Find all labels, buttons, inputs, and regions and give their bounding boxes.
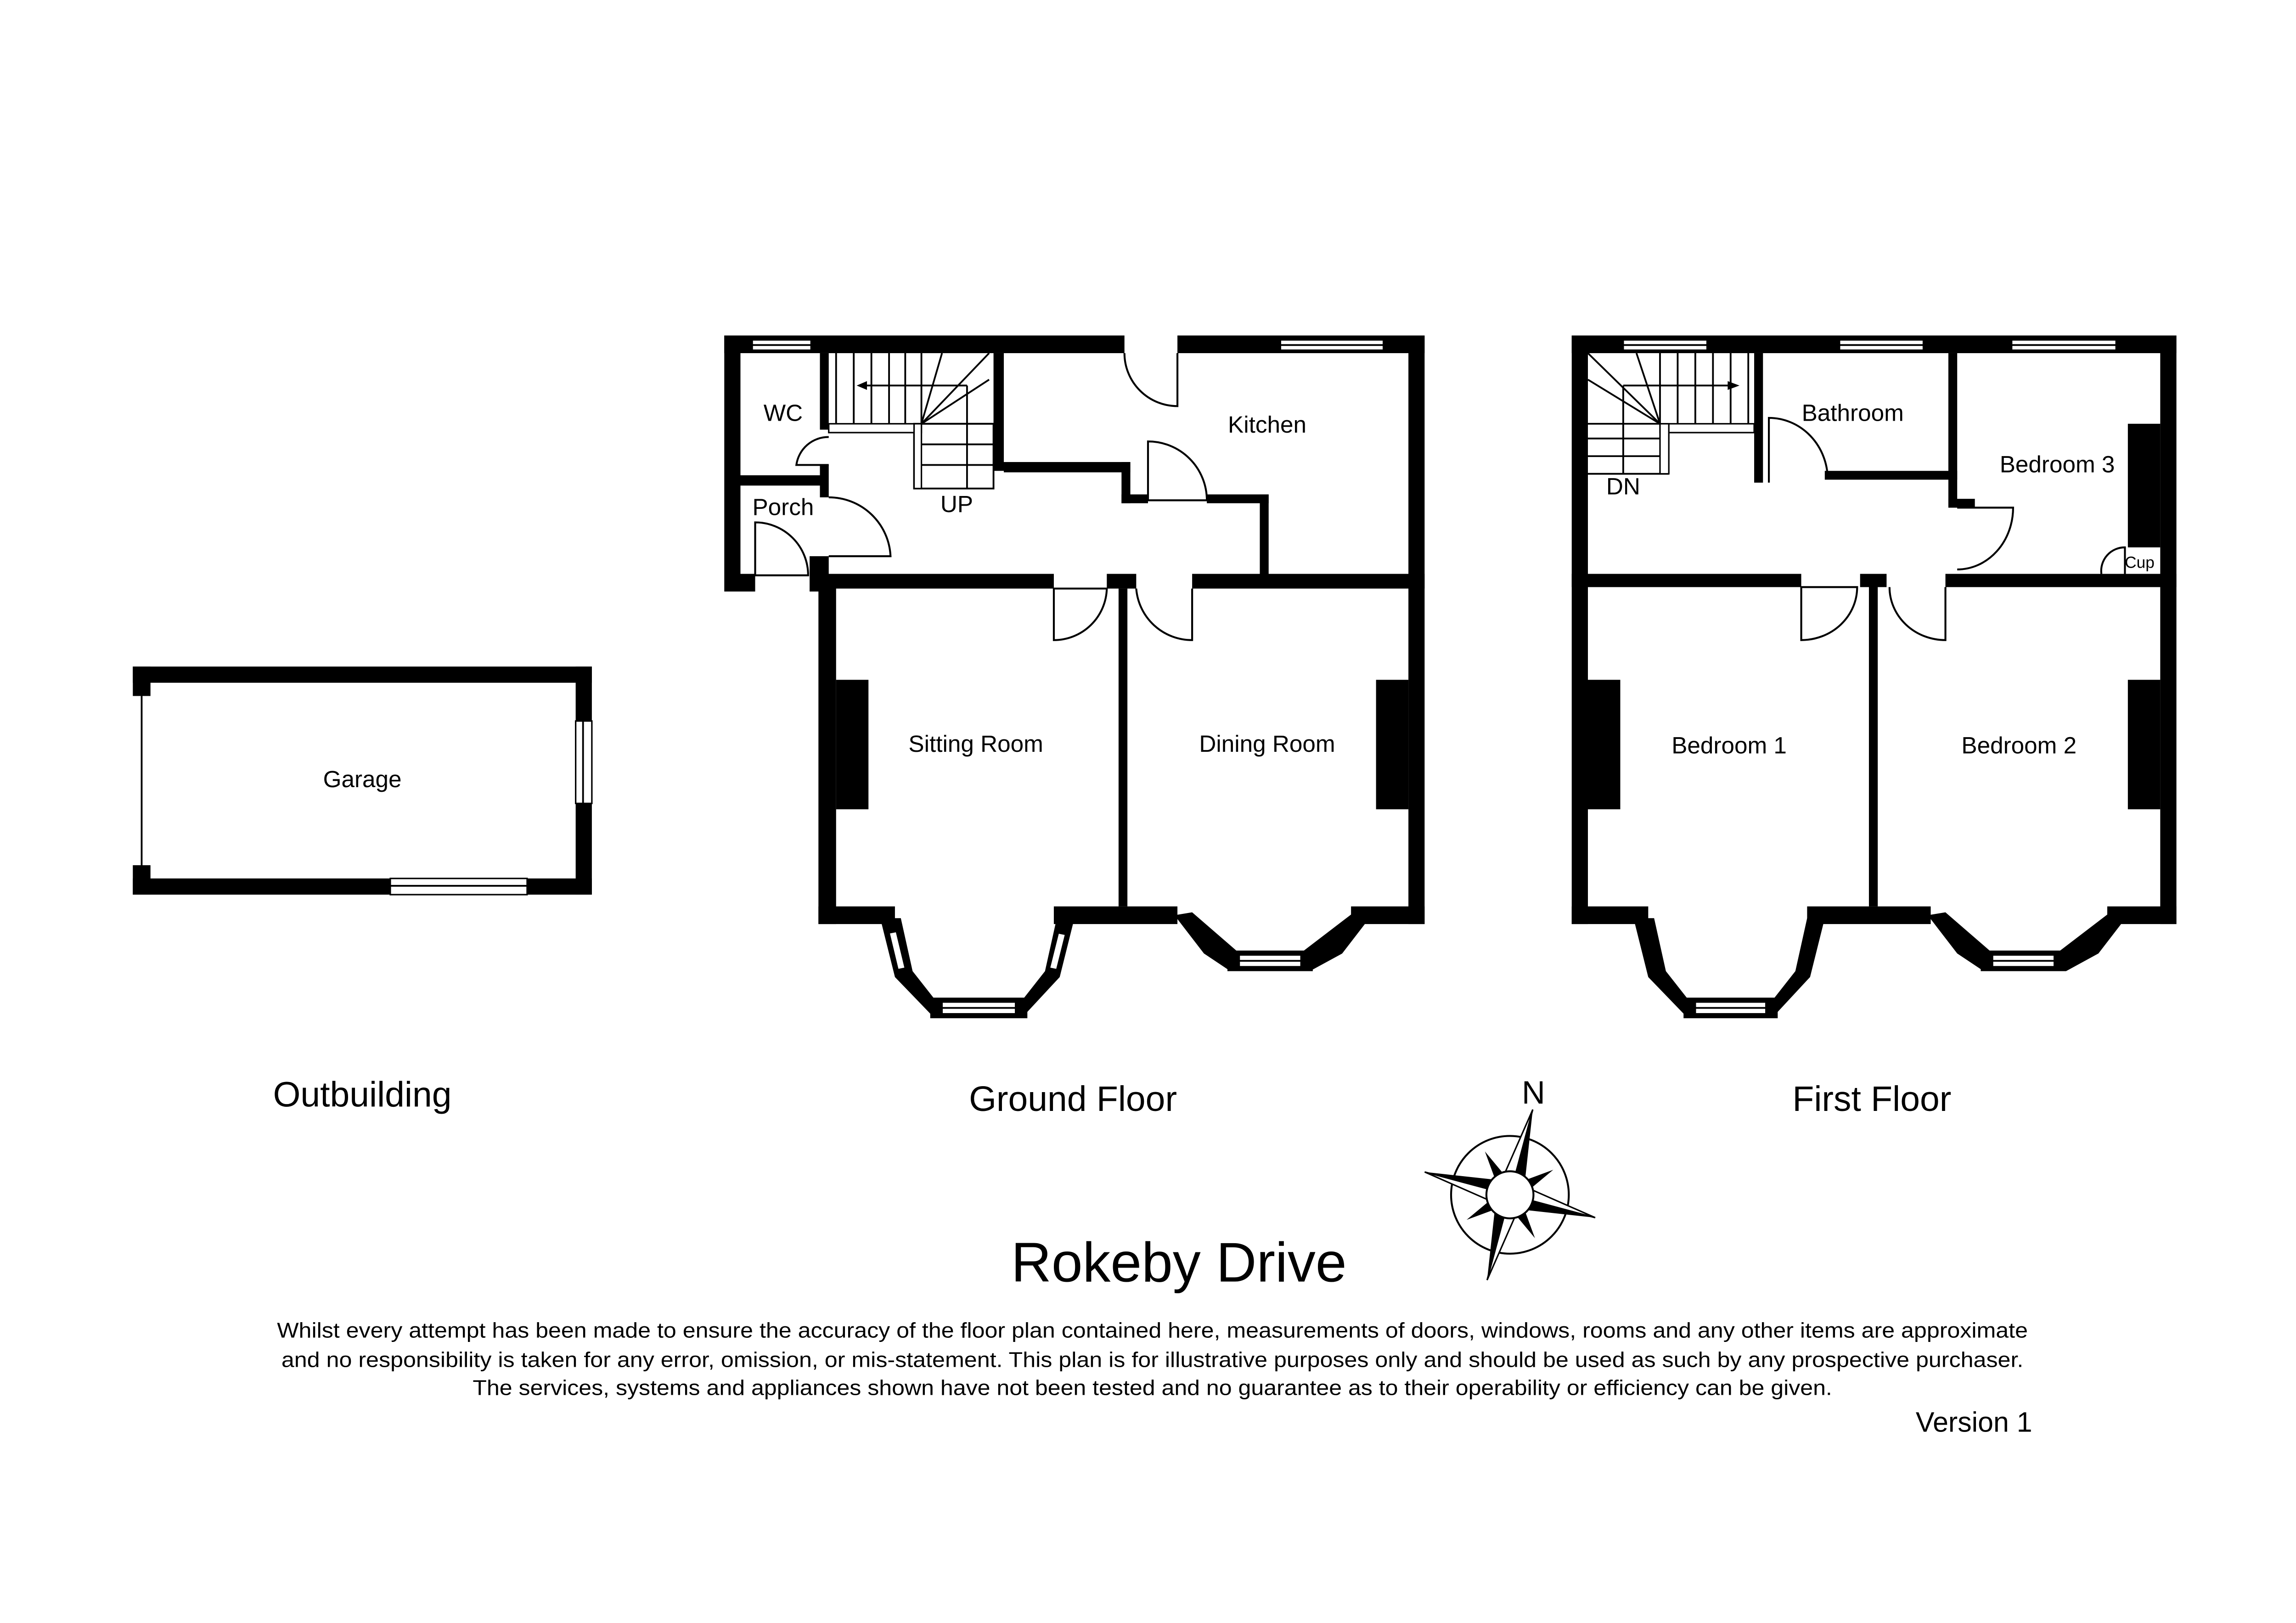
- stairs-up-label: UP: [940, 491, 973, 517]
- disclaimer-line-1: Whilst every attempt has been made to en…: [277, 1318, 2028, 1342]
- first-floor-label: First Floor: [1792, 1079, 1951, 1119]
- dining-room-chimney: [1376, 680, 1409, 810]
- ground-staircase: [828, 352, 1004, 490]
- stairs-down-label: DN: [1606, 473, 1640, 500]
- room-label-sitting-room: Sitting Room: [908, 731, 1043, 757]
- room-label-bedroom-2: Bedroom 2: [1961, 732, 2077, 758]
- ground-floor-label: Ground Floor: [969, 1079, 1177, 1119]
- first-floor-plan: DN Bathroom: [1571, 335, 2177, 1019]
- bedroom-1-bay-window: [1633, 918, 1825, 1019]
- first-floor-staircase: [1587, 352, 1755, 475]
- room-label-bedroom-3: Bedroom 3: [2000, 451, 2115, 477]
- dining-room-bay-window: [1174, 912, 1372, 971]
- disclaimer-line-3: The services, systems and appliances sho…: [473, 1375, 1832, 1399]
- version-label: Version 1: [1916, 1406, 2032, 1437]
- room-label-wc: WC: [764, 400, 803, 426]
- room-label-kitchen: Kitchen: [1228, 411, 1306, 438]
- room-label-bathroom: Bathroom: [1802, 400, 1904, 426]
- room-label-bedroom-1: Bedroom 1: [1671, 732, 1787, 758]
- sitting-room-chimney: [836, 680, 869, 810]
- ground-floor-plan: UP: [724, 335, 1425, 1019]
- room-label-cupboard: Cup: [2125, 554, 2155, 572]
- compass-rose-icon: [1424, 1109, 1596, 1280]
- plan-title: Rokeby Drive: [1011, 1231, 1347, 1294]
- outbuilding-label: Outbuilding: [273, 1075, 452, 1114]
- bedroom-3-chimney: [2127, 423, 2161, 547]
- sitting-room-bay-window: [880, 918, 1075, 1019]
- bedroom-2-chimney: [2127, 680, 2161, 810]
- room-label-porch: Porch: [752, 494, 814, 520]
- garage-plan: Garage: [133, 666, 593, 896]
- bedroom-1-chimney: [1587, 680, 1621, 810]
- bedroom-2-bay-window: [1928, 912, 2128, 971]
- compass-north-label: N: [1522, 1074, 1545, 1110]
- room-label-garage: Garage: [323, 766, 402, 792]
- disclaimer-line-2: and no responsibility is taken for any e…: [281, 1348, 2024, 1372]
- room-label-dining-room: Dining Room: [1199, 731, 1335, 757]
